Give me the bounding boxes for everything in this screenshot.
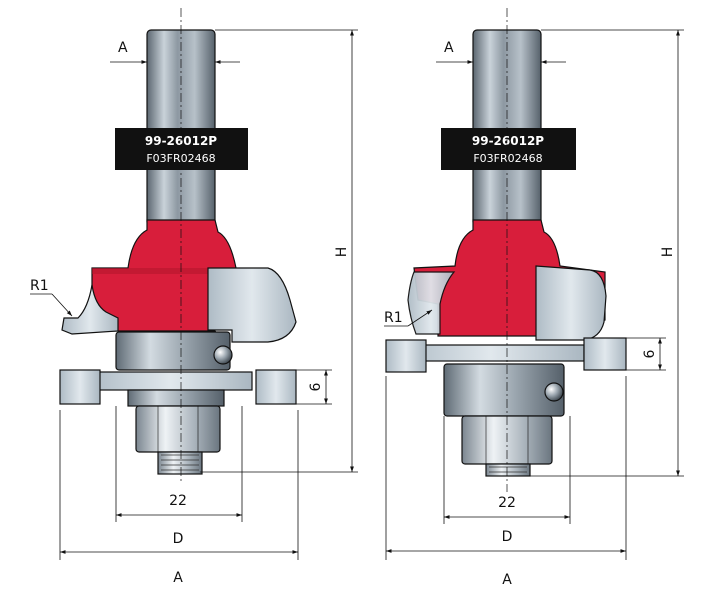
bit-code-left: 99-26012P	[145, 134, 217, 148]
bit-serial-left: F03FR02468	[146, 152, 215, 165]
bearing-upper-left	[115, 331, 231, 371]
dim-a-top-right: A	[444, 40, 454, 56]
guide-ring-left	[89, 371, 253, 391]
dim-h-left: H	[334, 247, 350, 258]
r1-profile-left	[61, 284, 119, 335]
nut-upper-left	[135, 405, 221, 453]
guide-ring-end-right-b	[583, 337, 627, 371]
router-bit-left: 99-26012P F03FR02468	[59, 29, 297, 475]
dim-a-bottom-left: A	[173, 570, 183, 586]
code-band-right	[441, 128, 576, 170]
dim-d-left: D	[173, 531, 184, 547]
dim-a-top-left: A	[118, 40, 128, 56]
thread-left	[157, 451, 203, 475]
dim-22-right: 22	[498, 495, 516, 511]
dim-d-right: D	[502, 529, 513, 545]
dim-a-bottom-right: A	[502, 572, 512, 588]
carbide-insert-right	[535, 265, 607, 341]
ball-bearing-left	[213, 345, 233, 365]
dim-h-right: H	[660, 247, 676, 258]
dimensions-right: A H R1 6 22 D A	[384, 29, 684, 588]
guide-ring-end-right-a	[385, 339, 427, 373]
dimensions-left: A H R1 6 22 D A	[30, 29, 358, 586]
ball-bearing-right	[544, 382, 564, 402]
guide-ring-end-left-a	[59, 369, 101, 405]
thread-right	[485, 463, 531, 477]
dim-22-left: 22	[169, 493, 187, 509]
guide-ring-end-left-b	[255, 369, 297, 405]
bit-code-right: 99-26012P	[472, 134, 544, 148]
dim-r1-right: R1	[384, 310, 403, 326]
dim-6-right: 6	[642, 349, 658, 358]
router-bit-right: 99-26012P F03FR02468	[385, 29, 627, 477]
carbide-insert-left	[207, 267, 297, 343]
bit-serial-right: F03FR02468	[473, 152, 542, 165]
code-band-left	[115, 128, 248, 170]
dim-6-left: 6	[308, 382, 324, 391]
bearing-lower-left	[127, 389, 225, 407]
dim-r1-left: R1	[30, 278, 49, 294]
